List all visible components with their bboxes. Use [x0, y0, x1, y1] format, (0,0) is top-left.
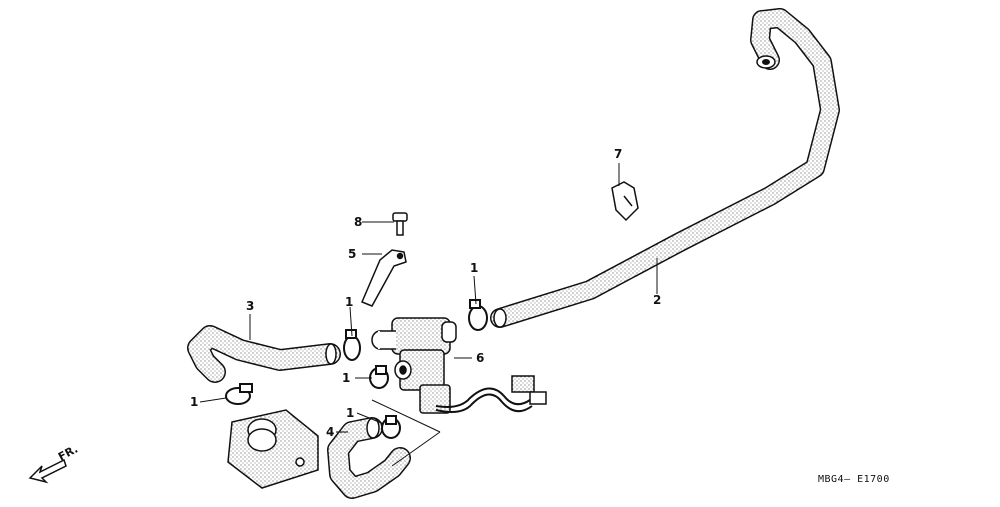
air-injection-valve: [371, 317, 533, 414]
hose-3: [187, 325, 341, 383]
callout-8: 8: [354, 215, 363, 229]
front-arrow-icon: [28, 458, 67, 484]
callout-3: 3: [246, 299, 255, 313]
hose-clamps: [225, 299, 488, 439]
callout-1b: 1: [345, 295, 354, 309]
callout-4: 4: [326, 425, 335, 439]
air-cleaner-box: [227, 409, 319, 489]
bolt-8: [392, 212, 408, 236]
callout-2: 2: [653, 293, 662, 307]
diagram-code: MBG4– E1700: [818, 474, 890, 485]
hose-2: [490, 8, 840, 328]
callout-7: 7: [614, 147, 623, 161]
hose-4: [327, 417, 411, 499]
connector: [511, 375, 547, 405]
callout-1d: 1: [346, 406, 355, 420]
callout-5: 5: [348, 247, 357, 261]
callout-1c: 1: [342, 371, 351, 385]
callout-6: 6: [476, 351, 485, 365]
callout-1e: 1: [470, 261, 479, 275]
clip-7: [611, 181, 639, 222]
leader-lines: [199, 163, 658, 467]
bracket-5: [361, 249, 407, 307]
callout-1a: 1: [190, 395, 199, 409]
